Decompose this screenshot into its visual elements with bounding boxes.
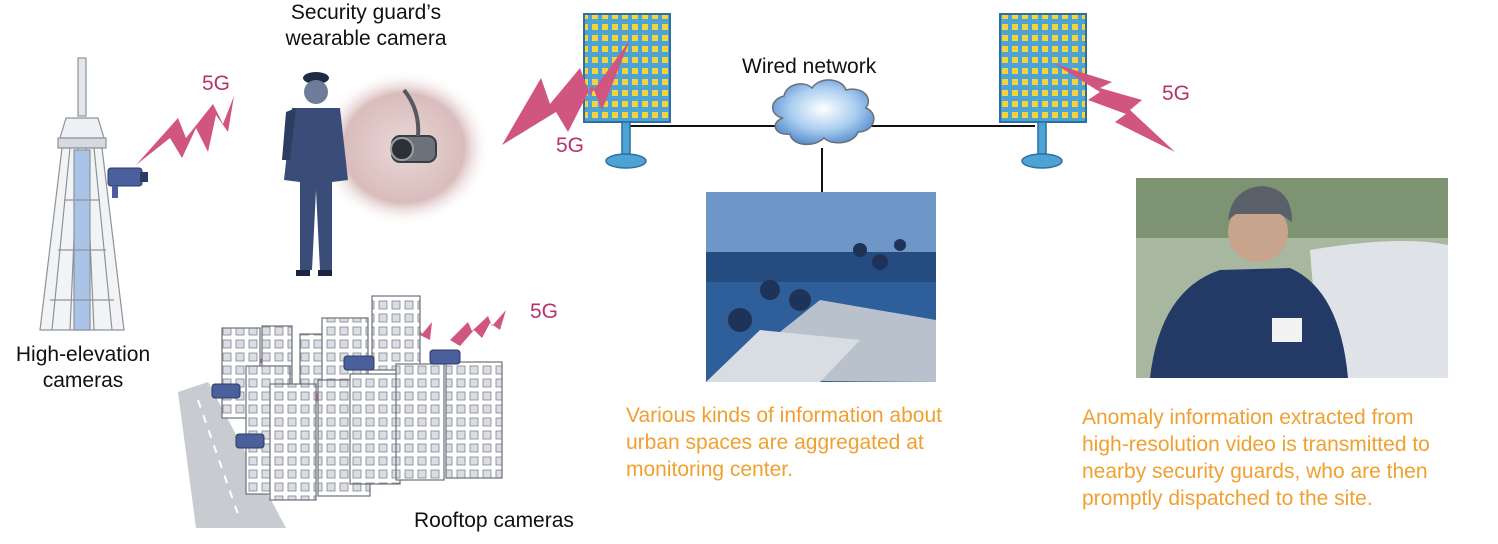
- rooftop-cameras-label: Rooftop cameras: [414, 509, 574, 532]
- guard-camera-label: Security guard’s wearable camera: [285, 1, 447, 50]
- anomaly-caption: Anomaly information extracted from high-…: [1082, 406, 1430, 510]
- lightning-bolt-icon: [450, 310, 506, 346]
- lightning-bolt-icon: [502, 40, 630, 145]
- wired-network-label: Wired network: [742, 55, 877, 78]
- high-elevation-label: High-elevation cameras: [15, 343, 151, 392]
- tower-icon: [39, 57, 125, 331]
- five-g-label-guard: 5G: [556, 134, 585, 157]
- lightning-bolt-icon: [136, 96, 234, 165]
- five-g-label-tower: 5G: [202, 72, 231, 95]
- building-icon: [221, 295, 503, 501]
- security-guard-figure: [282, 72, 348, 276]
- cloud-icon: [771, 79, 875, 146]
- five-g-label-rooftop: 5G: [530, 300, 559, 323]
- five-g-label-right: 5G: [1162, 82, 1191, 105]
- camera-icon: [107, 167, 148, 198]
- camera-icon: [211, 349, 461, 449]
- wearable-camera-icon: [390, 88, 437, 163]
- antenna-icon: [583, 13, 671, 169]
- monitoring-center-photo: [706, 192, 936, 382]
- lightning-bolt-icon: [1055, 64, 1175, 152]
- guard-on-site-photo: [1136, 178, 1448, 378]
- antenna-icon: [999, 13, 1087, 169]
- monitoring-caption: Various kinds of information about urban…: [626, 404, 942, 481]
